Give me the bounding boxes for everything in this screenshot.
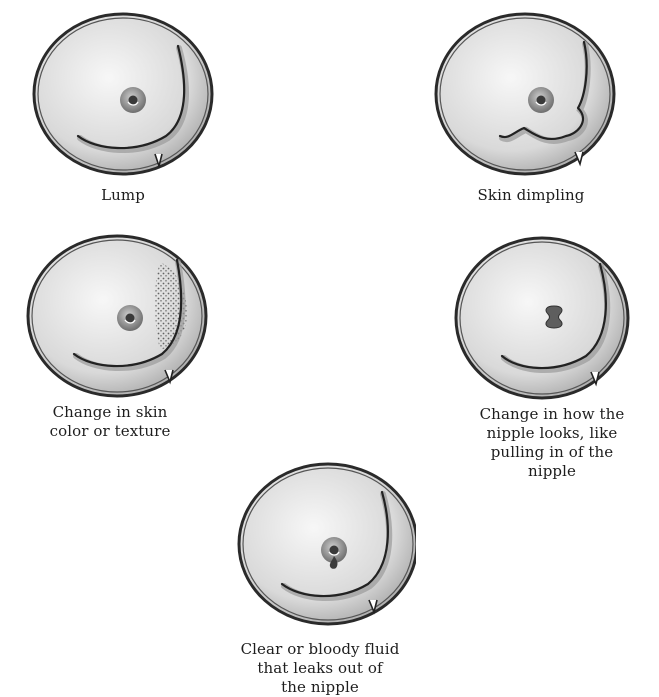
caption-lump: Lump	[48, 186, 198, 205]
breast-illustration-texture	[22, 232, 212, 400]
caption-skin-color: Change in skin color or texture	[30, 403, 190, 441]
breast-illustration-discharge	[226, 460, 416, 628]
caption-nipple-look: Change in how the nipple looks, like pul…	[462, 405, 642, 481]
caption-skin-dimpling: Skin dimpling	[446, 186, 616, 205]
caption-fluid: Clear or bloody fluid that leaks out of …	[205, 640, 435, 697]
breast-illustration-lump	[28, 10, 218, 178]
panel-skin-dimpling	[430, 10, 620, 178]
panel-nipple-look	[450, 234, 640, 402]
panel-skin-color	[22, 232, 212, 400]
panel-lump	[28, 10, 218, 178]
breast-illustration-inverted-nipple	[450, 234, 640, 402]
breast-illustration-dimpling	[430, 10, 620, 178]
panel-fluid	[226, 460, 416, 628]
